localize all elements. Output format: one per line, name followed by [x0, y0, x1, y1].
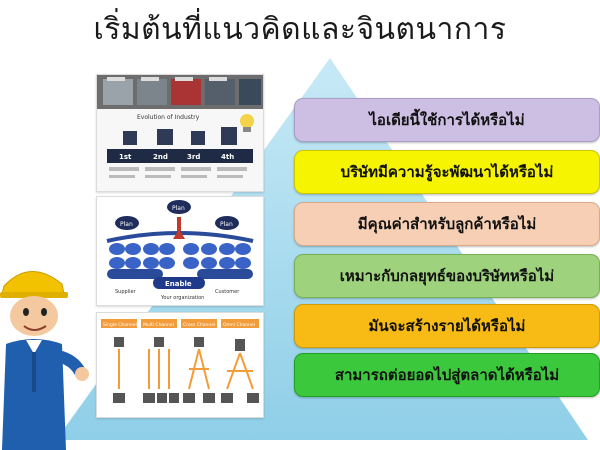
stage-4: 4th — [221, 153, 234, 161]
channel-cross: Cross Channel — [183, 322, 215, 328]
plan-label-left: Plan — [120, 221, 133, 228]
industry-evolution-image: Evolution of Industry 1st 2nd 3rd 4th — [96, 74, 264, 192]
page-title: เริ่มต้นที่แนวคิดและจินตนาการ — [93, 12, 507, 47]
channel-single: Single Channel — [103, 322, 137, 328]
stage-3: 3rd — [187, 153, 200, 161]
channel-omni: Omni Channel — [223, 322, 255, 328]
stage-2: 2nd — [153, 153, 168, 161]
stage-1: 1st — [119, 153, 132, 161]
supplier-label: Supplier — [115, 289, 137, 295]
question-company-knowledge: บริษัทมีความรู้จะพัฒนาได้หรือไม่ — [294, 150, 600, 194]
enable-label: Enable — [165, 280, 192, 288]
question-customer-value: มีคุณค่าสำหรับลูกค้าหรือไม่ — [294, 202, 600, 246]
question-revenue: มันจะสร้างรายได้หรือไม่ — [294, 304, 600, 348]
question-strategy-fit: เหมาะกับกลยุทธ์ของบริษัทหรือไม่ — [294, 254, 600, 298]
question-idea-feasible: ไอเดียนี้ใช้การได้หรือไม่ — [294, 98, 600, 142]
engineer-character-icon — [0, 271, 89, 450]
supply-chain-diagram: Plan Plan Plan Enable Supplier Your orga… — [96, 196, 264, 306]
plan-label-center: Plan — [172, 205, 185, 212]
light-bulb-icon — [240, 114, 254, 132]
panel1-heading: Evolution of Industry — [137, 114, 200, 121]
organization-label: Your organization — [160, 295, 204, 301]
supply-chain-graphic: Plan Plan Plan Enable Supplier Your orga… — [106, 200, 254, 301]
question-market-expansion: สามารถต่อยอดไปสู่ตลาดได้หรือไม่ — [294, 353, 600, 397]
channel-graphic: Single Channel Multi Channel Cross Chann… — [101, 319, 259, 403]
customer-label: Customer — [215, 289, 240, 295]
industry-evolution-graphic: Evolution of Industry 1st 2nd 3rd 4th — [97, 75, 263, 178]
header-area — [0, 0, 600, 60]
plan-label-right: Plan — [220, 221, 233, 228]
channel-diagram: Single Channel Multi Channel Cross Chann… — [96, 312, 264, 418]
channel-multi: Multi Channel — [143, 322, 174, 328]
